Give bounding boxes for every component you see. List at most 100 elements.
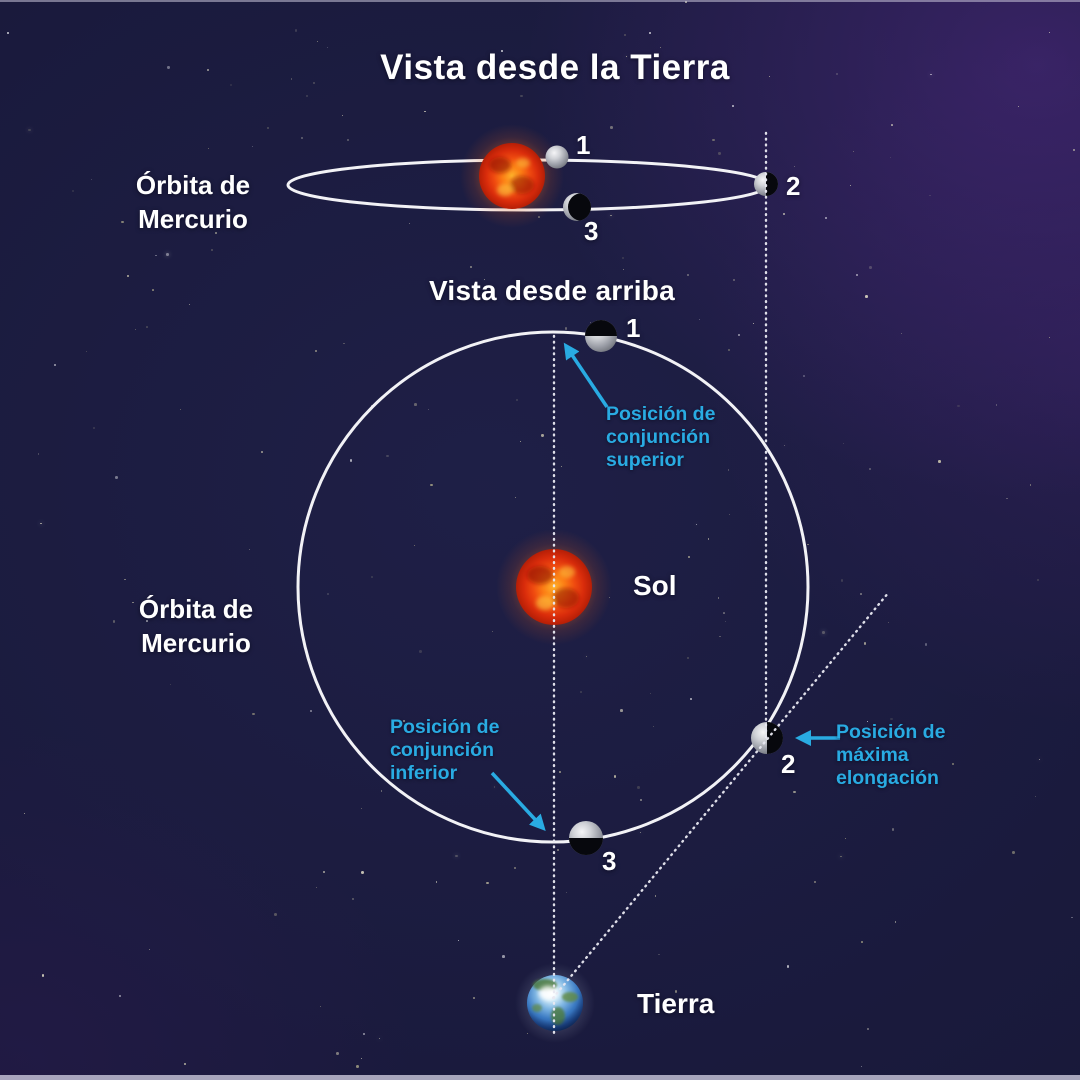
star	[37, 453, 40, 456]
star	[712, 139, 715, 142]
star	[493, 786, 496, 788]
star	[707, 538, 710, 540]
star	[1029, 483, 1032, 486]
star	[620, 709, 623, 712]
star	[326, 593, 329, 596]
star	[295, 29, 298, 32]
star	[402, 719, 405, 722]
star	[252, 712, 255, 716]
arrow-inferior-conjunction	[490, 771, 546, 831]
star	[557, 848, 560, 851]
star	[637, 786, 640, 790]
star	[315, 350, 318, 353]
star	[585, 655, 587, 657]
mercury-edge-position-1	[545, 145, 569, 169]
star	[769, 75, 771, 77]
star	[207, 69, 210, 71]
star	[435, 881, 438, 884]
star	[565, 891, 567, 894]
star	[320, 1006, 322, 1008]
star	[541, 434, 544, 437]
star	[860, 1066, 862, 1068]
star	[892, 828, 895, 831]
star	[180, 409, 182, 411]
star	[564, 327, 568, 330]
star	[924, 643, 928, 646]
star	[115, 476, 118, 479]
star	[813, 881, 817, 884]
star	[267, 127, 270, 130]
star	[580, 691, 582, 693]
star	[887, 622, 889, 624]
star	[371, 576, 373, 578]
star	[866, 1028, 869, 1031]
star	[249, 549, 251, 551]
star	[836, 72, 839, 76]
star	[860, 592, 863, 595]
star	[825, 216, 828, 219]
star	[356, 1065, 359, 1068]
star	[211, 248, 214, 251]
star	[654, 895, 657, 897]
star	[1036, 578, 1039, 582]
star	[863, 642, 867, 645]
edge-orbit-label: Órbita de Mercurio	[136, 168, 250, 236]
star	[155, 254, 157, 257]
star	[290, 78, 293, 80]
star	[719, 635, 721, 638]
star	[90, 178, 93, 181]
star	[995, 404, 998, 406]
star	[229, 83, 232, 87]
annotation-elongation-line3: elongación	[836, 767, 939, 789]
star	[727, 469, 730, 471]
star	[166, 252, 170, 256]
star	[724, 621, 726, 623]
star	[414, 403, 417, 406]
star	[891, 124, 893, 126]
top-orbit-label-line2: Mercurio	[141, 628, 251, 658]
edge-position-1-number: 1	[576, 130, 591, 160]
star	[652, 725, 654, 727]
star	[732, 278, 736, 282]
star	[399, 752, 401, 755]
earth-label: Tierra	[637, 988, 715, 1019]
star	[167, 66, 170, 69]
star	[560, 465, 562, 467]
star	[929, 194, 931, 197]
star	[346, 138, 350, 141]
star	[783, 444, 785, 446]
star	[343, 342, 345, 344]
star	[613, 775, 617, 778]
star	[409, 222, 411, 224]
star	[660, 46, 662, 48]
star	[515, 398, 519, 401]
star	[261, 450, 264, 453]
star	[590, 322, 592, 323]
star	[621, 257, 624, 260]
star	[473, 996, 475, 999]
top-edge-strip	[0, 0, 1080, 2]
star	[957, 404, 960, 407]
star	[842, 442, 844, 444]
star	[844, 837, 847, 840]
star	[189, 303, 191, 305]
star	[849, 184, 851, 186]
star	[317, 41, 319, 43]
star	[457, 939, 460, 942]
star	[687, 556, 691, 559]
star	[362, 1032, 365, 1035]
star	[803, 375, 805, 377]
annotation-elongation-line1: Posición de	[836, 721, 946, 743]
star	[727, 348, 731, 351]
star	[146, 326, 148, 328]
star	[146, 620, 148, 622]
star	[215, 231, 218, 235]
star	[783, 212, 786, 216]
star	[822, 631, 825, 635]
star	[313, 81, 316, 84]
star	[698, 318, 701, 320]
mercury-circle-position-1	[585, 320, 617, 352]
star	[794, 165, 795, 167]
star	[169, 683, 172, 686]
